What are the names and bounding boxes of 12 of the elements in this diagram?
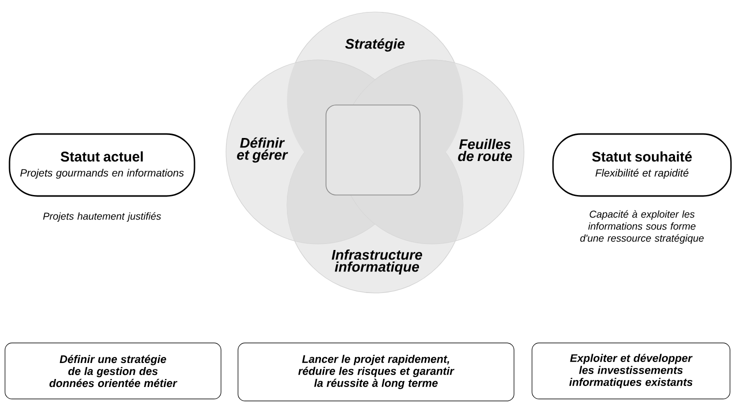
- goal-box: Lancer le projet rapidement, réduire les risques et garantir la réussite à long terme: [238, 342, 514, 402]
- petal-label: Définir et gérer: [237, 137, 288, 163]
- status-box: Statut actuel Projets gourmands en informations: [8, 133, 196, 197]
- note-text: Capacité à exploiter les informations sous forme d'une ressource stratégique: [580, 210, 704, 244]
- center-square: [326, 104, 420, 196]
- goal-box: Définir une stratégie de la gestion des données orientée métier: [4, 342, 222, 400]
- petal-label: Infrastructure informatique: [332, 249, 422, 274]
- petal-label: Feuilles de route: [458, 138, 512, 162]
- goal-box: Exploiter et développer les investissements informatiques existants: [532, 342, 730, 400]
- petal-label: Stratégie: [345, 38, 405, 52]
- status-box: Statut souhaité Flexibilité et rapidité: [552, 133, 732, 197]
- note-text: Projets hautement justifiés: [43, 212, 161, 222]
